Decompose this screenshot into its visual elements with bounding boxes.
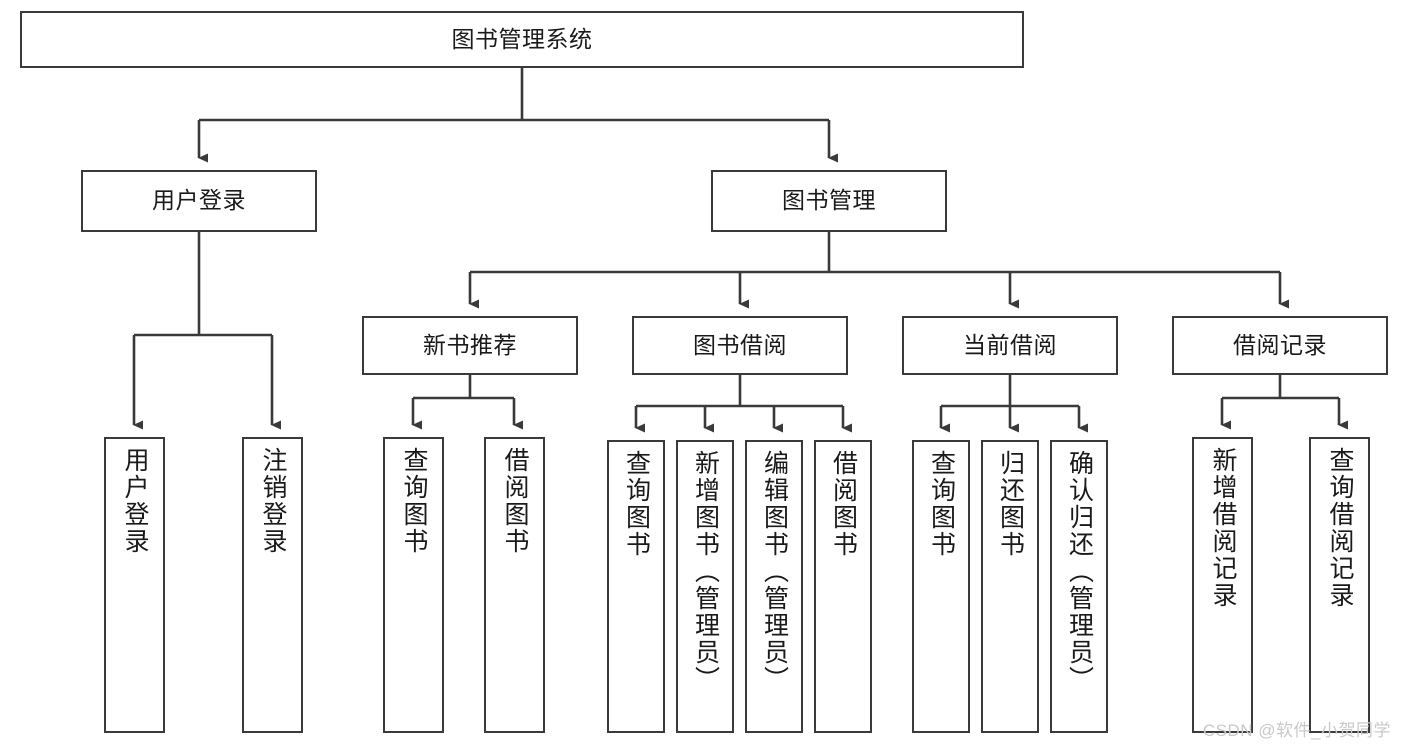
leaf-add-book[interactable]: 新增图书（管理员）	[676, 440, 734, 733]
node-user-login[interactable]: 用户登录	[81, 170, 317, 232]
node-root-label: 图书管理系统	[451, 25, 593, 52]
leaf-query-record[interactable]: 查询借阅记录	[1309, 437, 1370, 733]
leaf-query-book-3-label: 查询图书	[927, 450, 956, 558]
leaf-query-book-2[interactable]: 查询图书	[607, 440, 665, 733]
node-borrow-record-label: 借阅记录	[1233, 331, 1327, 358]
leaf-query-book-1-label: 查询图书	[400, 447, 428, 555]
leaf-confirm-return[interactable]: 确认归还（管理员）	[1050, 440, 1108, 733]
leaf-query-record-label: 查询借阅记录	[1326, 447, 1354, 609]
node-book-borrow[interactable]: 图书借阅	[632, 316, 848, 375]
leaf-add-record[interactable]: 新增借阅记录	[1192, 437, 1253, 733]
leaf-query-book-3[interactable]: 查询图书	[912, 440, 970, 733]
leaf-borrow-book-1[interactable]: 借阅图书	[484, 437, 545, 733]
node-new-book-recommend[interactable]: 新书推荐	[362, 316, 578, 375]
leaf-query-book-1[interactable]: 查询图书	[383, 437, 444, 733]
watermark-text: CSDN @软件_小贺同学	[1202, 721, 1391, 740]
node-book-management[interactable]: 图书管理	[711, 170, 947, 232]
leaf-add-record-label: 新增借阅记录	[1209, 447, 1237, 609]
leaf-borrow-book-1-label: 借阅图书	[501, 447, 529, 555]
node-user-login-label: 用户登录	[152, 187, 246, 214]
leaf-user-login-label: 用户登录	[121, 447, 149, 555]
leaf-logout-login[interactable]: 注销登录	[242, 437, 303, 733]
leaf-query-book-2-label: 查询图书	[622, 450, 651, 558]
leaf-borrow-book-2[interactable]: 借阅图书	[814, 440, 872, 733]
node-new-book-recommend-label: 新书推荐	[423, 331, 517, 358]
node-book-management-label: 图书管理	[782, 187, 876, 214]
node-borrow-record[interactable]: 借阅记录	[1172, 316, 1388, 375]
leaf-user-login[interactable]: 用户登录	[104, 437, 165, 733]
leaf-edit-book[interactable]: 编辑图书（管理员）	[745, 440, 803, 733]
node-book-borrow-label: 图书借阅	[693, 331, 787, 358]
leaf-confirm-return-label: 确认归还（管理员）	[1065, 450, 1094, 693]
leaf-return-book-label: 归还图书	[996, 450, 1025, 558]
node-root-system[interactable]: 图书管理系统	[20, 11, 1024, 68]
leaf-edit-book-label: 编辑图书（管理员）	[760, 450, 789, 693]
leaf-add-book-label: 新增图书（管理员）	[691, 450, 720, 693]
node-current-borrow-label: 当前借阅	[963, 331, 1057, 358]
leaf-return-book[interactable]: 归还图书	[981, 440, 1039, 733]
leaf-borrow-book-2-label: 借阅图书	[829, 450, 858, 558]
leaf-logout-login-label: 注销登录	[259, 447, 287, 555]
node-current-borrow[interactable]: 当前借阅	[902, 316, 1118, 375]
